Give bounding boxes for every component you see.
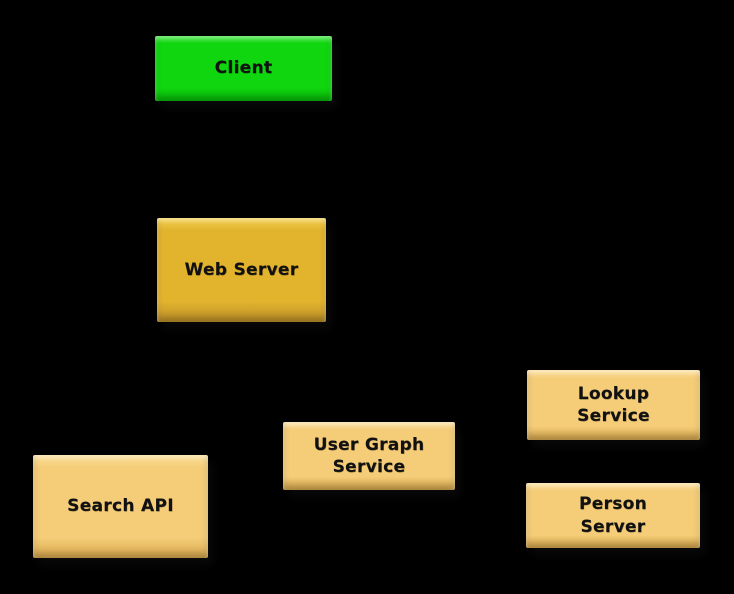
node-label-line: Lookup [577,383,650,404]
node-label-line: Person [578,494,648,515]
node-label-line: Server [580,516,646,537]
node-label: Search API [67,495,174,517]
node-label-line: Web Server [184,259,299,280]
node-label-line: User Graph [313,434,425,455]
node-client: Client [155,36,332,101]
node-label-line: Service [332,457,406,477]
node-label-line: Client [214,58,273,79]
node-label: Web Server [185,259,299,281]
node-web-server: Web Server [157,218,326,322]
node-label-line: Service [577,406,650,426]
node-search-api: Search API [33,455,208,558]
node-label-line: Search API [67,496,174,517]
node-label: Client [215,57,273,79]
